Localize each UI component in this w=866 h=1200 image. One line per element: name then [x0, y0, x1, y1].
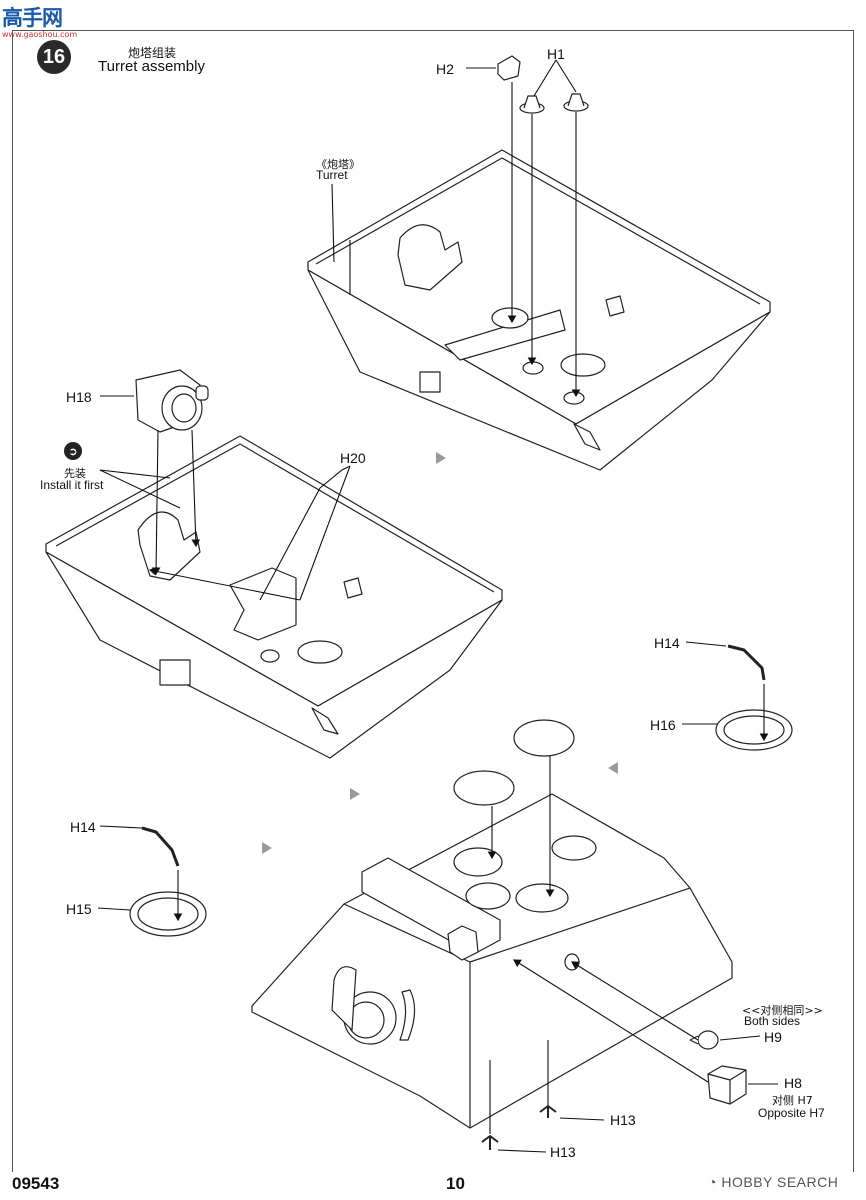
label-h20: H20: [340, 450, 366, 466]
label-h9: H9: [764, 1029, 782, 1045]
label-both-sides-cn: <<对侧相同>>: [742, 1004, 823, 1017]
label-both-sides-en: Both sides: [744, 1014, 801, 1028]
label-h1: H1: [547, 46, 565, 62]
turret-top-drawing: [307, 149, 771, 471]
label-h13-upper: H13: [610, 1112, 636, 1128]
chevron-marker-1: [436, 452, 446, 464]
part-h13-lower: [481, 1135, 499, 1150]
label-install-first-cn: 先装: [64, 467, 86, 480]
part-h15: [129, 891, 207, 937]
label-h18: H18: [66, 389, 92, 405]
part-h1-right: [563, 93, 589, 112]
part-h1-left: [519, 95, 545, 114]
install-first-icon: ➲: [64, 442, 82, 460]
chevron-marker-3: [350, 788, 360, 800]
part-h9: [689, 1030, 719, 1050]
site-logo-text: 高手网: [2, 6, 63, 30]
label-turret-cn: 《炮塔》: [316, 158, 360, 171]
hatch-lid-left: [453, 770, 515, 806]
label-opposite-en: Opposite H7: [758, 1106, 825, 1120]
label-h8: H8: [784, 1075, 802, 1091]
page-frame: [12, 30, 854, 1172]
label-h2: H2: [436, 61, 454, 77]
site-logo: 高手网 www.gaoshou.com: [2, 2, 77, 39]
label-h13-lower: H13: [550, 1144, 576, 1160]
step-title-en: Turret assembly: [98, 58, 205, 75]
label-h15: H15: [66, 901, 92, 917]
label-h14-right: H14: [654, 635, 680, 651]
hobby-search-logo-icon: ◔: [708, 1174, 722, 1190]
part-h18: [135, 369, 209, 433]
watermark-text: HOBBY SEARCH: [721, 1174, 839, 1190]
part-h2: [497, 55, 521, 81]
product-code: 09543: [12, 1174, 60, 1193]
part-h16: [715, 709, 793, 751]
step-title-cn: 炮塔组装: [128, 46, 177, 60]
part-h14-left: [141, 826, 180, 867]
watermark: ◔ HOBBY SEARCH: [708, 1174, 838, 1190]
label-h16: H16: [650, 717, 676, 733]
label-opposite-cn: 对侧 H7: [772, 1094, 813, 1107]
turret-middle-drawing: [45, 435, 503, 759]
part-h13-upper: [539, 1105, 557, 1118]
label-install-first-en: Install it first: [40, 478, 104, 492]
site-logo-url: www.gaoshou.com: [2, 30, 78, 39]
turret-bottom-drawing: [251, 793, 733, 1129]
step-number-badge: 16: [37, 40, 71, 74]
label-turret-en: Turret: [316, 168, 348, 182]
label-h14-left: H14: [70, 819, 96, 835]
hatch-lid-right: [513, 719, 575, 757]
page-number: 10: [446, 1174, 465, 1193]
chevron-marker-2: [608, 762, 618, 774]
part-h14-right: [727, 644, 766, 681]
part-h8: [707, 1065, 747, 1105]
chevron-marker-4: [262, 842, 272, 854]
